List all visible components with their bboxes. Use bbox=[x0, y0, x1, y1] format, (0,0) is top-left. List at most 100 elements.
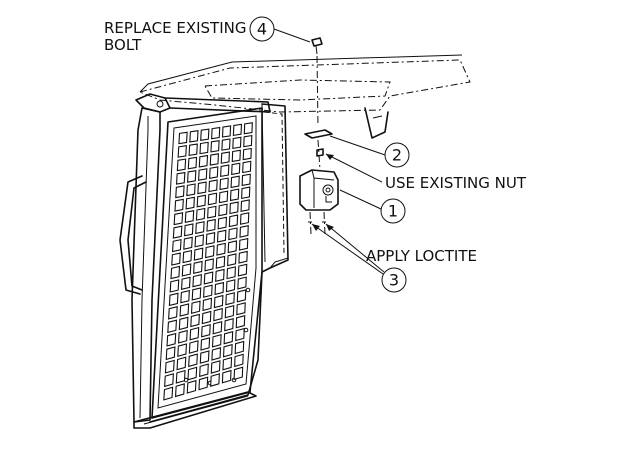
callout-1: 1 bbox=[339, 189, 406, 224]
mesh-cell bbox=[218, 190, 229, 204]
mesh-cell bbox=[171, 252, 181, 266]
mesh-cell bbox=[192, 273, 202, 288]
callout-1-leader bbox=[339, 189, 382, 210]
mesh-cell bbox=[210, 140, 220, 153]
mesh-cell bbox=[175, 369, 186, 384]
mesh-cell bbox=[201, 323, 211, 338]
mesh-cell bbox=[195, 207, 206, 221]
mesh-cell bbox=[214, 281, 225, 296]
mesh-cell bbox=[239, 225, 249, 238]
mesh-cell bbox=[168, 292, 179, 307]
mesh-cell bbox=[212, 320, 223, 335]
mesh-cell bbox=[221, 125, 232, 138]
mesh-cell bbox=[239, 212, 250, 225]
mesh-cell bbox=[165, 346, 176, 361]
hardware-stack bbox=[299, 37, 339, 235]
mesh-cell bbox=[200, 128, 210, 141]
mesh-cell bbox=[213, 294, 224, 309]
mesh-cell bbox=[199, 350, 210, 364]
mesh-cell bbox=[205, 245, 215, 259]
leader-arrow-icon bbox=[326, 224, 334, 231]
callout-4-text-line1: REPLACE EXISTING bbox=[104, 19, 247, 37]
mesh-cell bbox=[216, 242, 226, 256]
mesh-cell bbox=[175, 171, 186, 185]
mesh-cell bbox=[209, 153, 220, 166]
leader-arrow-icon bbox=[326, 154, 334, 160]
use-existing-nut-leader bbox=[325, 153, 383, 183]
apply-loctite-text: APPLY LOCTITE bbox=[366, 247, 477, 265]
mesh-cell bbox=[171, 238, 182, 253]
mesh-cell bbox=[176, 158, 187, 172]
mesh-cell bbox=[177, 145, 187, 158]
mesh-cell bbox=[216, 229, 227, 243]
mesh-cell bbox=[164, 359, 175, 374]
callout-4-number: 4 bbox=[257, 20, 267, 39]
work-light-icon bbox=[299, 169, 339, 211]
mesh-cell bbox=[234, 353, 244, 368]
mesh-cell bbox=[180, 289, 190, 304]
mesh-cell bbox=[172, 225, 183, 239]
mesh-cell bbox=[179, 303, 190, 317]
mesh-cell bbox=[186, 183, 196, 197]
use-existing-nut-text: USE EXISTING NUT bbox=[385, 174, 527, 192]
mesh-cell bbox=[164, 373, 174, 388]
mesh-cell bbox=[228, 214, 239, 228]
mesh-cell bbox=[204, 258, 214, 272]
bolt-icon bbox=[311, 37, 323, 55]
mesh-cell bbox=[183, 236, 193, 250]
mesh-cell bbox=[235, 327, 245, 342]
mesh-cell bbox=[189, 130, 199, 143]
mesh-cell bbox=[197, 181, 207, 195]
mesh-screen bbox=[151, 107, 263, 419]
mesh-cell bbox=[224, 317, 234, 332]
callout-2: 2 bbox=[329, 135, 410, 168]
callout-1-number: 1 bbox=[388, 202, 398, 221]
mesh-cell bbox=[238, 237, 249, 251]
mesh-cell bbox=[187, 156, 198, 170]
mesh-cell bbox=[177, 343, 188, 358]
mesh-cell bbox=[199, 141, 209, 155]
mesh-cell bbox=[169, 279, 180, 293]
mesh-cell bbox=[163, 386, 174, 401]
mesh-cell bbox=[166, 332, 177, 347]
mesh-cell bbox=[224, 305, 235, 319]
mesh-cell bbox=[222, 356, 233, 371]
mesh-cell bbox=[193, 260, 203, 275]
callout-3-number: 3 bbox=[389, 271, 399, 290]
callout-3: 3 bbox=[311, 223, 407, 293]
mesh-cell bbox=[181, 263, 192, 277]
callout-4: REPLACE EXISTING BOLT 4 bbox=[104, 16, 311, 54]
callout-4-text-line2: BOLT bbox=[104, 36, 142, 54]
mesh-cell bbox=[243, 122, 253, 135]
mesh-cell bbox=[211, 334, 222, 348]
mesh-cell bbox=[176, 356, 187, 371]
callout-3-leader-a bbox=[311, 223, 384, 275]
mesh-cell bbox=[231, 149, 241, 163]
callout-2-number: 2 bbox=[392, 146, 402, 165]
mesh-cell bbox=[213, 307, 223, 322]
callout-4-leader bbox=[273, 28, 311, 43]
mesh-cell bbox=[210, 373, 220, 387]
mesh-cell bbox=[186, 170, 197, 183]
mesh-cell bbox=[183, 223, 194, 237]
callout-3-balloon bbox=[381, 267, 407, 293]
mesh-cell bbox=[188, 353, 198, 368]
mesh-cell bbox=[210, 360, 221, 374]
mesh-cell bbox=[184, 209, 195, 224]
mesh-cell bbox=[225, 279, 236, 293]
mesh-cell bbox=[188, 143, 198, 157]
mesh-cell bbox=[240, 199, 250, 212]
callout-2-leader bbox=[329, 135, 386, 156]
mesh-cell bbox=[229, 188, 240, 202]
mesh-cell bbox=[221, 369, 232, 384]
mesh-cell bbox=[188, 340, 199, 354]
mesh-cell bbox=[225, 292, 235, 306]
roof-panel bbox=[138, 54, 471, 139]
mesh-cell bbox=[209, 166, 219, 179]
mesh-cell bbox=[215, 268, 225, 282]
mesh-cell bbox=[208, 179, 218, 193]
mesh-cell bbox=[198, 376, 209, 391]
mesh-cell bbox=[186, 379, 197, 394]
mesh-cell bbox=[237, 276, 247, 290]
